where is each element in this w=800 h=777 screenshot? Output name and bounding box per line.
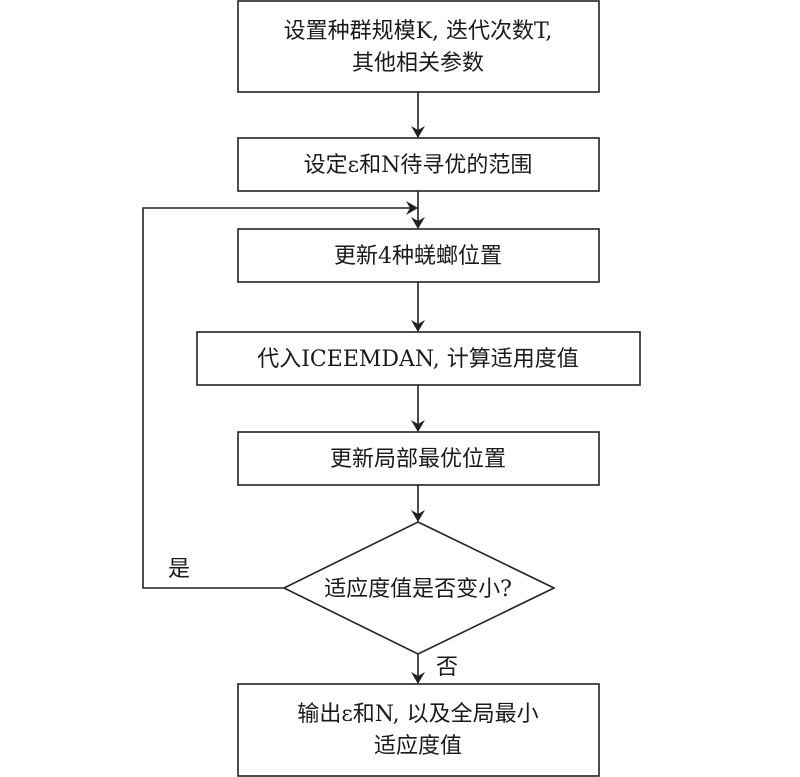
step2-box: 设定ε和N待寻优的范围 [237,137,600,192]
step2-label: 设定ε和N待寻优的范围 [304,153,533,178]
output-line2: 适应度值 [374,734,462,759]
no-label: 否 [436,655,458,680]
output-line1: 输出ε和N, 以及全局最小 [297,702,538,727]
decision-diamond: 适应度值是否变小? [282,521,556,655]
step5-label: 更新局部最优位置 [330,447,506,472]
yes-label: 是 [168,557,190,582]
step4-label: 代入ICEEMDAN, 计算适用度值 [257,347,579,372]
loop-back-arrow [142,201,418,589]
output-box: 输出ε和N, 以及全局最小 适应度值 [237,683,600,777]
decision-label: 适应度值是否变小? [324,577,512,602]
step1-line2: 其他相关参数 [352,51,484,76]
step1-box: 设置种群规模K, 迭代次数T, 其他相关参数 [237,0,600,93]
step1-line1: 设置种群规模K, 迭代次数T, [284,19,553,44]
step4-box: 代入ICEEMDAN, 计算适用度值 [196,331,641,386]
step5-box: 更新局部最优位置 [237,431,600,486]
step3-box: 更新4种蜣螂位置 [237,228,600,283]
step3-label: 更新4种蜣螂位置 [334,244,502,269]
